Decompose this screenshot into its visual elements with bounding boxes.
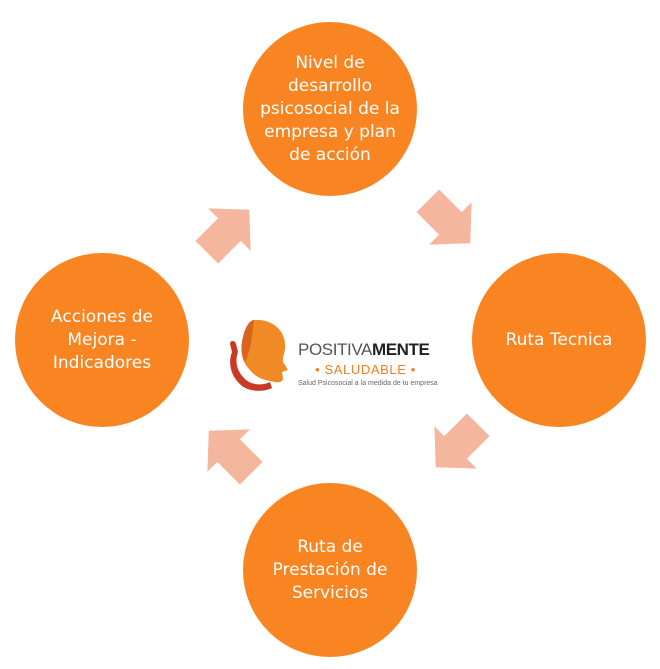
cycle-node-psychosocial-level: Nivel de desarrollo psicosocial de la em…	[243, 22, 417, 196]
logo-tagline: Salud Psicosocial a la medida de tu empr…	[298, 380, 438, 387]
logo-title-bold: MENTE	[371, 340, 430, 359]
cycle-node-technical-route: Ruta Tecnica	[472, 253, 646, 427]
arrow-bottom-to-left	[207, 429, 263, 485]
node-label: Ruta Tecnica	[505, 329, 613, 350]
arrow-top-to-right	[416, 189, 472, 245]
cycle-node-service-route: Ruta de Prestación de Servicios	[243, 483, 417, 657]
cycle-node-improvement-actions: Acciones de Mejora - Indicadores	[15, 253, 189, 427]
logo-title-light: POSITIVA	[298, 340, 372, 359]
head-profile-icon	[230, 319, 288, 391]
node-label: Acciones de Mejora - Indicadores	[51, 306, 153, 373]
node-label: Ruta de Prestación de Servicios	[272, 536, 388, 603]
logo-subtitle: • SALUDABLE •	[315, 362, 416, 377]
node-label: Nivel de desarrollo psicosocial de la em…	[260, 52, 400, 165]
positivamente-logo: POSITIVAMENTE • SALUDABLE • Salud Psicos…	[226, 318, 438, 398]
arrow-left-to-top	[195, 208, 251, 264]
logo-title: POSITIVAMENTE	[298, 340, 430, 360]
arrow-right-to-bottom	[434, 413, 490, 469]
